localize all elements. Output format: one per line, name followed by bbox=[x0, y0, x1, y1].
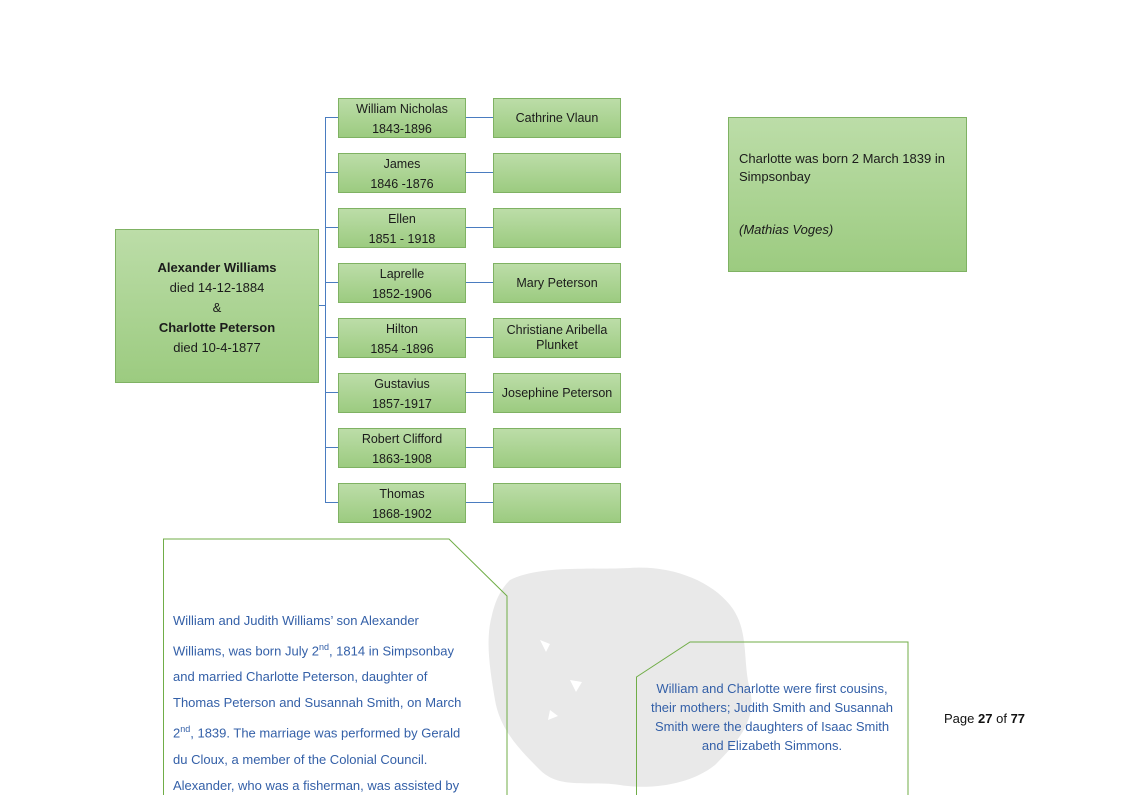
spouse-connector bbox=[466, 227, 493, 228]
spouse-name: Josephine Peterson bbox=[501, 385, 613, 400]
cousins-line: Smith were the daughters of Isaac Smith bbox=[654, 719, 890, 734]
child-name: William Nicholas bbox=[356, 102, 448, 116]
parents-box: Alexander Williams died 14-12-1884 & Cha… bbox=[115, 229, 319, 383]
spouse-box bbox=[493, 483, 621, 523]
spouse-box: Josephine Peterson bbox=[493, 373, 621, 413]
child-connector bbox=[325, 502, 338, 503]
birth-note-text: Charlotte was born 2 March 1839 in Simps… bbox=[739, 151, 945, 184]
story-line: 2nd, 1839. The marriage was performed by… bbox=[173, 724, 461, 741]
child-box: William Nicholas 1843-1896 bbox=[338, 98, 466, 138]
child-box: Ellen 1851 - 1918 bbox=[338, 208, 466, 248]
spouse-box: Cathrine Vlaun bbox=[493, 98, 621, 138]
child-years: 1852-1906 bbox=[372, 287, 432, 301]
child-name: Robert Clifford bbox=[361, 432, 443, 446]
child-connector bbox=[325, 392, 338, 393]
child-years: 1854 -1896 bbox=[370, 342, 434, 356]
spouse-name: Mary Peterson bbox=[516, 275, 598, 290]
mother-name: Charlotte Peterson bbox=[158, 320, 276, 335]
child-name: Gustavius bbox=[374, 377, 430, 391]
child-connector bbox=[325, 282, 338, 283]
child-years: 1863-1908 bbox=[372, 452, 432, 466]
cousins-callout-frame bbox=[636, 641, 909, 795]
parent-connector bbox=[319, 305, 326, 306]
child-box: James 1846 -1876 bbox=[338, 153, 466, 193]
child-name: Hilton bbox=[386, 322, 418, 336]
story-line: Alexander, who was a fisherman, was assi… bbox=[173, 777, 460, 793]
child-years: 1843-1896 bbox=[372, 122, 432, 136]
spouse-connector bbox=[466, 282, 493, 283]
spouse-connector bbox=[466, 337, 493, 338]
page-number: Page 27 of 77 bbox=[944, 711, 1026, 726]
watermark-map-silhouette bbox=[488, 567, 752, 787]
spouse-box: Christiane Aribella Plunket bbox=[493, 318, 621, 358]
spouse-box bbox=[493, 428, 621, 468]
spouse-box: Mary Peterson bbox=[493, 263, 621, 303]
spouse-connector bbox=[466, 172, 493, 173]
cousins-line: William and Charlotte were first cousins… bbox=[656, 681, 888, 696]
child-box: Thomas 1868-1902 bbox=[338, 483, 466, 523]
child-connector bbox=[325, 117, 338, 118]
birth-note-box: Charlotte was born 2 March 1839 in Simps… bbox=[728, 117, 967, 272]
child-box: Hilton 1854 -1896 bbox=[338, 318, 466, 358]
child-name: Laprelle bbox=[379, 267, 425, 281]
mother-died: died 10-4-1877 bbox=[173, 340, 261, 355]
child-name: Thomas bbox=[379, 487, 425, 501]
story-callout-frame bbox=[163, 538, 508, 795]
story-callout-text: William and Judith Williams’ son Alexand… bbox=[173, 608, 493, 799]
conjunction: & bbox=[212, 300, 222, 315]
child-connector bbox=[325, 172, 338, 173]
spouse-connector bbox=[466, 392, 493, 393]
child-box: Laprelle 1852-1906 bbox=[338, 263, 466, 303]
story-line: Williams, was born July 2nd, 1814 in Sim… bbox=[173, 642, 454, 659]
child-box: Gustavius 1857-1917 bbox=[338, 373, 466, 413]
child-connector bbox=[325, 227, 338, 228]
story-line: and married Charlotte Peterson, daughter… bbox=[173, 669, 428, 685]
spouse-box bbox=[493, 208, 621, 248]
child-connector bbox=[325, 447, 338, 448]
child-years: 1846 -1876 bbox=[370, 177, 434, 191]
spouse-box bbox=[493, 153, 621, 193]
child-name: James bbox=[383, 157, 421, 171]
spouse-name: Cathrine Vlaun bbox=[515, 110, 599, 125]
child-connector bbox=[325, 337, 338, 338]
father-died: died 14-12-1884 bbox=[169, 280, 265, 295]
trunk-connector bbox=[325, 117, 326, 502]
child-years: 1868-1902 bbox=[372, 507, 432, 521]
spouse-connector bbox=[466, 447, 493, 448]
spouse-name: Christiane Aribella Plunket bbox=[506, 323, 608, 352]
father-name: Alexander Williams bbox=[157, 260, 277, 275]
spouse-connector bbox=[466, 502, 493, 503]
birth-note-source: (Mathias Voges) bbox=[739, 222, 834, 237]
child-years: 1857-1917 bbox=[372, 397, 432, 411]
cousins-line: their mothers; Judith Smith and Susannah bbox=[650, 700, 894, 715]
spouse-connector bbox=[466, 117, 493, 118]
child-years: 1851 - 1918 bbox=[368, 232, 436, 246]
child-name: Ellen bbox=[388, 212, 416, 226]
story-line: du Cloux, a member of the Colonial Counc… bbox=[173, 751, 428, 767]
story-line: William and Judith Williams’ son Alexand… bbox=[173, 613, 419, 628]
cousins-line: and Elizabeth Simmons. bbox=[701, 738, 843, 753]
story-line: Thomas Peterson and Susannah Smith, on M… bbox=[173, 695, 462, 711]
cousins-callout-text: William and Charlotte were first cousins… bbox=[640, 679, 904, 755]
child-box: Robert Clifford 1863-1908 bbox=[338, 428, 466, 468]
